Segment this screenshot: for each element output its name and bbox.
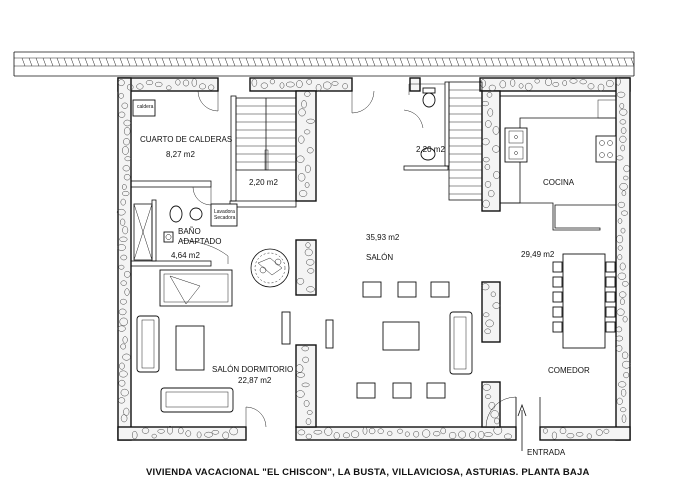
comedor-area: 29,49 m2 [521,250,555,259]
bano-name-1: BAÑO [178,227,201,236]
armchair [397,281,417,298]
tv-unit [281,311,291,345]
tv-unit [325,319,334,349]
plan-caption: VIVIENDA VACACIONAL "EL CHISCON", LA BUS… [146,467,590,478]
sink-icon [189,207,203,221]
armchair [362,281,382,298]
armchair [356,382,376,399]
salon-dormitorio-name: SALÓN DORMITORIO [212,365,293,374]
cooktop [595,135,617,163]
cocina-name: COCINA [543,178,575,187]
aseo-fixtures [403,83,445,161]
stone-texture [116,77,631,440]
washer-dryer [210,203,238,227]
boiler-label: caldera [137,104,154,110]
salon-furniture [325,281,473,399]
entrance-label: ENTRADA [527,448,566,457]
hall-area: 2,20 m2 [249,178,278,187]
sink-icon [420,147,436,161]
kitchen-counter [499,95,617,231]
salon-name: SALÓN [366,253,393,262]
armchair [426,382,446,399]
sofa-left [136,315,160,373]
staircase-right [448,81,483,201]
coffee-table [382,321,420,351]
exterior-terrace-railing [13,51,635,77]
aseo-area: 2,20 m2 [416,145,445,154]
room-labels: caldera CUARTO DE CALDERAS 8,27 m2 2,20 … [137,104,590,457]
bed [159,269,233,307]
dryer-label: Secadora [214,215,236,221]
doors [192,90,541,428]
bano-name-2: ADAPTADO [178,237,221,246]
toilet-icon [169,205,183,223]
armchair [392,382,412,399]
wheelchair-turning-circle [250,248,290,288]
dining-table [562,253,606,349]
boiler-unit [132,99,156,117]
dining-chair [552,261,563,273]
sofa-bottom [160,387,234,413]
adapted-bathroom-fixtures [133,203,238,264]
entrance-arrow [517,403,527,451]
salon-dormitorio-area: 22,87 m2 [238,376,272,385]
dining-chair [552,321,563,333]
toilet-icon [422,92,436,108]
salon-area: 35,93 m2 [366,233,400,242]
dining-furniture [552,253,616,349]
dining-chair [552,276,563,288]
calderas-name: CUARTO DE CALDERAS [140,135,232,144]
dining-chair [552,306,563,318]
dining-chair [605,276,616,288]
comedor-name: COMEDOR [548,366,590,375]
accessibility-icon [163,231,174,243]
dining-chair [605,306,616,318]
washer-label: Lavadora [214,209,235,215]
salon-dormitorio-furniture [136,269,291,413]
staircase-left [235,97,297,171]
coffee-table [175,325,205,371]
dining-chair [605,321,616,333]
dining-chair [605,261,616,273]
sofa [449,311,473,375]
bano-area: 4,64 m2 [171,251,200,260]
calderas-area: 8,27 m2 [166,150,195,159]
armchair [430,281,450,298]
dining-chair [552,291,563,303]
dining-chair [605,291,616,303]
